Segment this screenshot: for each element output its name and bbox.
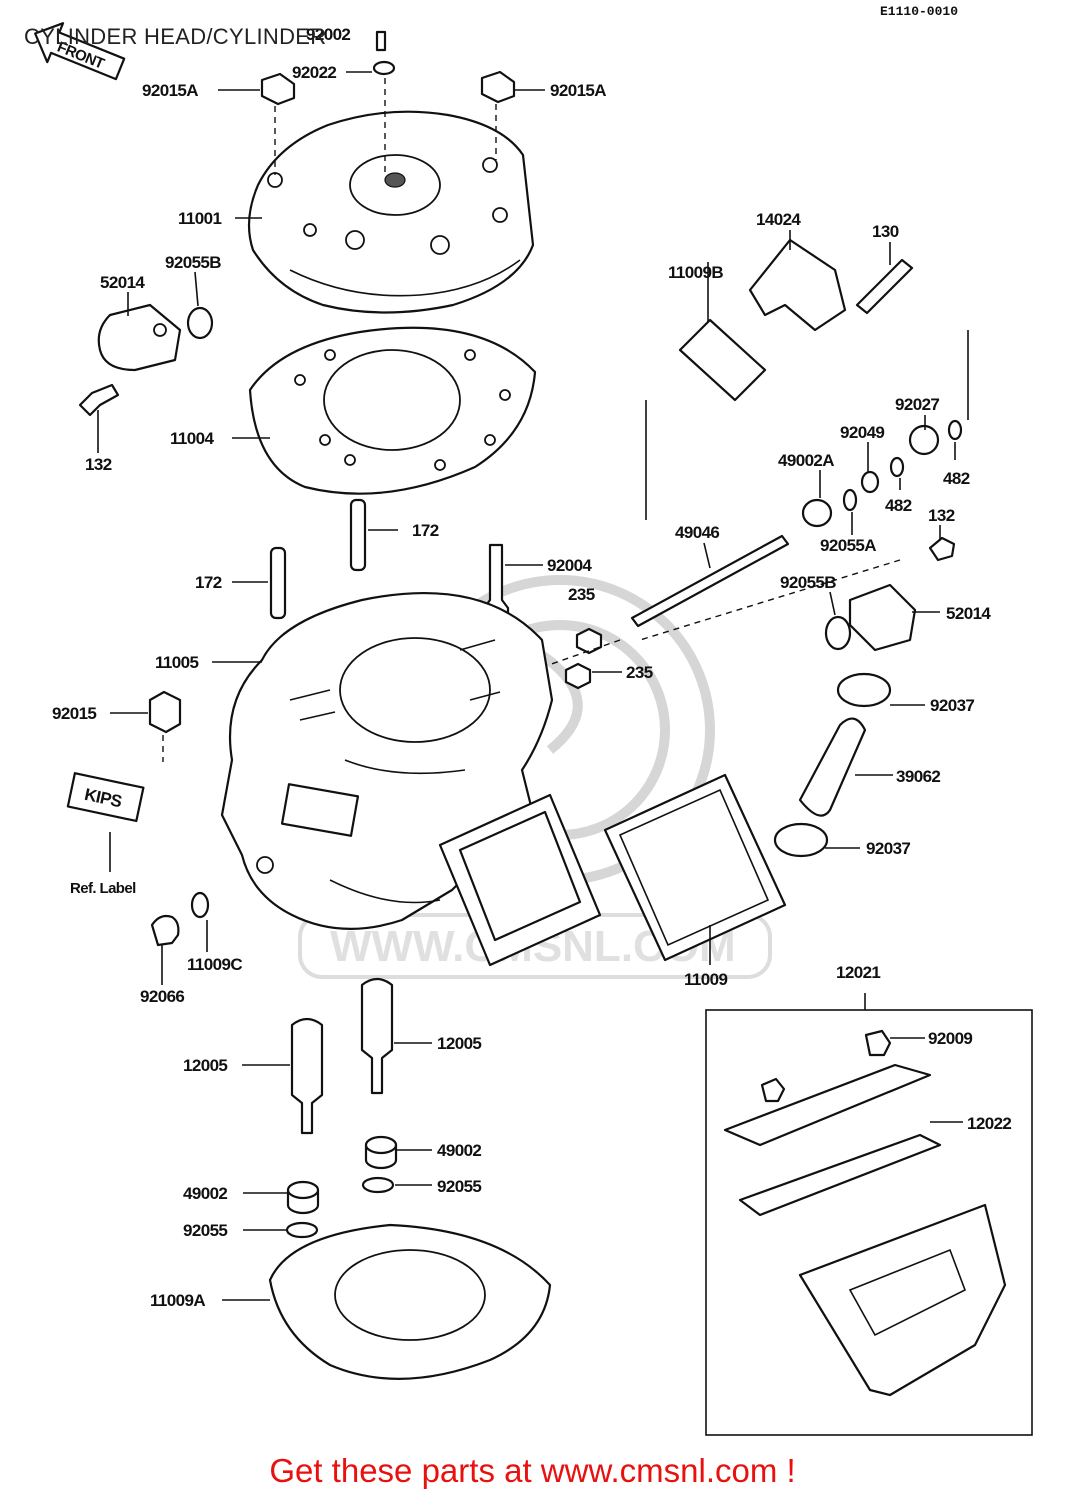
page-title: CYLINDER HEAD/CYLINDER [24, 24, 327, 49]
part-label-172-left: 172 [195, 573, 222, 592]
reed-petal-12022-top [723, 1063, 932, 1147]
oring-92055-left [285, 1221, 319, 1239]
part-label-92009: 92009 [928, 1029, 972, 1048]
bolt-235-bottom [564, 662, 592, 690]
part-label-92015: 92015 [52, 704, 96, 723]
part-label-52014-left: 52014 [100, 273, 145, 292]
part-label-92037-bottom: 92037 [866, 839, 910, 858]
screw-12022-cage [760, 1077, 786, 1103]
part-number-labels: 92002 92022 92015A 92015A 11001 92055B 5… [52, 25, 1012, 1310]
figure-code: E1110-0010 [880, 4, 959, 19]
bolt-130 [855, 258, 914, 315]
part-label-49002-right: 49002 [437, 1141, 481, 1160]
clamp-92037-bottom [773, 822, 829, 858]
bush-49002-right [364, 1135, 398, 1170]
seal-92049 [860, 470, 880, 494]
part-label-92055-right: 92055 [437, 1177, 481, 1196]
part-label-92055-left: 92055 [183, 1221, 227, 1240]
footer-link-text[interactable]: Get these parts at www.cmsnl.com ! [269, 1452, 796, 1489]
part-label-49002a: 49002A [778, 451, 834, 470]
part-label-11009: 11009 [684, 970, 727, 989]
part-label-92037-top: 92037 [930, 696, 974, 715]
nut-92015 [148, 690, 182, 734]
water-pipe-52014-left [97, 303, 182, 372]
part-label-12005-left: 12005 [183, 1056, 227, 1075]
part-label-11009b: 11009B [668, 263, 723, 282]
valve-rod-49046 [630, 534, 790, 628]
part-label-92066: 92066 [140, 987, 184, 1006]
nut-92015a-right [480, 70, 516, 104]
hose-39062 [798, 717, 867, 817]
leader-lines [97, 71, 963, 1301]
part-label-132-left: 132 [85, 455, 112, 474]
nut-92015a-left [260, 72, 296, 106]
washer-92022 [372, 60, 396, 76]
part-label-12022: 12022 [967, 1114, 1011, 1133]
stud-172-left [269, 546, 287, 620]
part-label-482-left: 482 [885, 496, 912, 515]
holder-14024 [748, 238, 847, 332]
part-label-11004: 11004 [170, 429, 214, 448]
cylinder-head-11001 [247, 110, 535, 314]
bolt-132-right [928, 536, 956, 562]
reed-petal-12022-bottom [738, 1133, 942, 1217]
part-label-482-right: 482 [943, 469, 970, 488]
part-label-92027: 92027 [895, 395, 939, 414]
part-label-12021: 12021 [836, 963, 880, 982]
bush-49002a [801, 498, 833, 528]
part-label-11005: 11005 [155, 653, 198, 672]
part-label-92015a-right: 92015A [550, 81, 606, 100]
part-label-39062: 39062 [896, 767, 940, 786]
cover-52014-right [848, 583, 917, 652]
part-label-235-top: 235 [568, 585, 595, 604]
part-label-132-right: 132 [928, 506, 955, 525]
washer-482-left [889, 456, 905, 478]
part-label-130: 130 [872, 222, 899, 241]
screw-92009 [864, 1029, 892, 1057]
part-label-235-bottom: 235 [626, 663, 653, 682]
oring-92055a [842, 488, 858, 512]
plug-92002 [375, 30, 387, 52]
part-label-12005-right: 12005 [437, 1034, 481, 1053]
clamp-92037-top [836, 672, 892, 708]
washer-11009c [190, 891, 210, 919]
part-label-92022: 92022 [292, 63, 336, 82]
washer-482-right [947, 419, 963, 441]
oring-92055b-right [824, 615, 852, 651]
ref-label-text: Ref. Label [70, 880, 136, 897]
reed-block-on-cylinder [438, 793, 602, 967]
reed-valve-box-12021 [705, 993, 1033, 1436]
bolt-235-top [575, 627, 603, 655]
valve-12005-right [360, 977, 394, 1095]
part-label-172-right: 172 [412, 521, 439, 540]
head-gasket-11004 [248, 326, 537, 495]
part-label-92004: 92004 [547, 556, 592, 575]
oring-92055-right [361, 1176, 395, 1194]
part-label-14024: 14024 [756, 210, 801, 229]
reed-cage [798, 1203, 1007, 1397]
part-label-49002-left: 49002 [183, 1184, 227, 1203]
part-label-49046: 49046 [675, 523, 719, 542]
part-label-92049: 92049 [840, 423, 884, 442]
part-label-52014-right: 52014 [946, 604, 991, 623]
part-label-92055a: 92055A [820, 536, 876, 555]
bush-49002-left [286, 1180, 320, 1215]
oring-92055b-top [186, 306, 214, 340]
part-label-92002: 92002 [306, 25, 350, 44]
washer-92027 [908, 424, 940, 456]
plug-92066 [150, 914, 180, 947]
valve-12005-left [290, 1017, 324, 1135]
part-label-92015a-left: 92015A [142, 81, 198, 100]
part-label-11001: 11001 [178, 209, 221, 228]
part-label-92055b-top: 92055B [165, 253, 221, 272]
part-label-11009c: 11009C [187, 955, 242, 974]
kips-label-badge: KIPS [66, 772, 145, 823]
bolt-132-left [78, 383, 120, 417]
part-label-11009a: 11009A [150, 1291, 205, 1310]
stud-172-right [349, 498, 367, 572]
part-label-92055b-right: 92055B [780, 573, 836, 592]
gasket-11009b [678, 318, 767, 402]
